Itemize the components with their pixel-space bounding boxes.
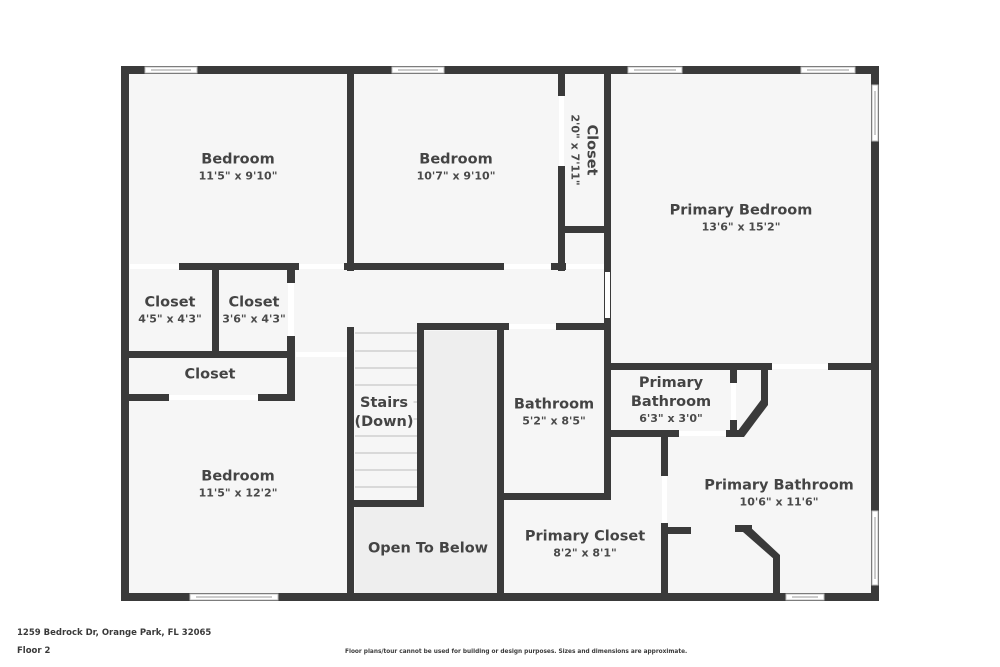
room-dimensions: 10'7" x 9'10" — [416, 169, 496, 183]
door-openings — [130, 96, 828, 523]
room-label-closet-narrow: Closet 2'0" x 7'11" — [568, 114, 601, 185]
disclaimer-text: Floor plans/tour cannot be used for buil… — [345, 649, 688, 655]
room-name: Closet — [184, 366, 236, 383]
room-dimensions: 3'6" x 4'3" — [222, 312, 286, 326]
room-name: Closet — [144, 294, 196, 311]
room-dimensions: 2'0" x 7'11" — [568, 114, 582, 186]
room-label-bedroom-1: Bedroom 11'5" x 9'10" — [199, 151, 278, 184]
room-dimensions: 4'5" x 4'3" — [138, 312, 202, 326]
room-name-line1: Stairs — [360, 395, 408, 411]
room-label-bedroom-3: Bedroom 11'5" x 12'2" — [199, 468, 278, 501]
room-dimensions: 11'5" x 9'10" — [198, 169, 278, 183]
room-name: Closet — [228, 294, 280, 311]
room-label-primary-closet: Primary Closet 8'2" x 8'1" — [525, 528, 645, 561]
room-label-stairs: Stairs (Down) — [354, 394, 414, 432]
room-name-line2: (Down) — [354, 414, 414, 430]
room-label-primary-bedroom: Primary Bedroom 13'6" x 15'2" — [670, 202, 813, 235]
room-name: Bedroom — [201, 151, 275, 168]
room-name: Primary Bedroom — [669, 202, 813, 219]
room-label-bathroom: Bathroom 5'2" x 8'5" — [514, 396, 594, 429]
room-dimensions: 10'6" x 11'6" — [739, 495, 819, 509]
room-label-bedroom-2: Bedroom 10'7" x 9'10" — [417, 151, 496, 184]
windows — [144, 66, 879, 601]
room-dimensions: 5'2" x 8'5" — [522, 414, 586, 428]
floor-label: Floor 2 — [17, 646, 51, 656]
room-name: Open To Below — [367, 540, 489, 557]
property-address: 1259 Bedrock Dr, Orange Park, FL 32065 — [17, 628, 212, 638]
room-name: Primary Closet — [524, 528, 646, 545]
room-dimensions: 8'2" x 8'1" — [553, 546, 617, 560]
room-name-line1: Primary — [638, 375, 704, 391]
room-name: Closet — [583, 124, 600, 176]
interior-walls — [121, 66, 879, 599]
room-label-primary-bathroom: Primary Bathroom 10'6" x 11'6" — [704, 477, 854, 510]
room-dimensions: 11'5" x 12'2" — [198, 486, 278, 500]
room-label-primary-bathroom-small: Primary Bathroom 6'3" x 3'0" — [631, 374, 711, 426]
room-label-closet-c: Closet — [185, 366, 236, 385]
room-name: Bedroom — [201, 468, 275, 485]
room-dimensions: 13'6" x 15'2" — [701, 220, 781, 234]
room-name: Bedroom — [419, 151, 493, 168]
room-dimensions: 6'3" x 3'0" — [639, 412, 703, 425]
room-name-line2: Bathroom — [630, 394, 712, 410]
room-label-closet-a: Closet 4'5" x 4'3" — [138, 294, 202, 327]
room-label-closet-b: Closet 3'6" x 4'3" — [222, 294, 286, 327]
room-label-open-to-below: Open To Below — [368, 540, 488, 559]
room-name: Primary Bathroom — [704, 477, 854, 494]
room-name: Bathroom — [513, 396, 595, 413]
